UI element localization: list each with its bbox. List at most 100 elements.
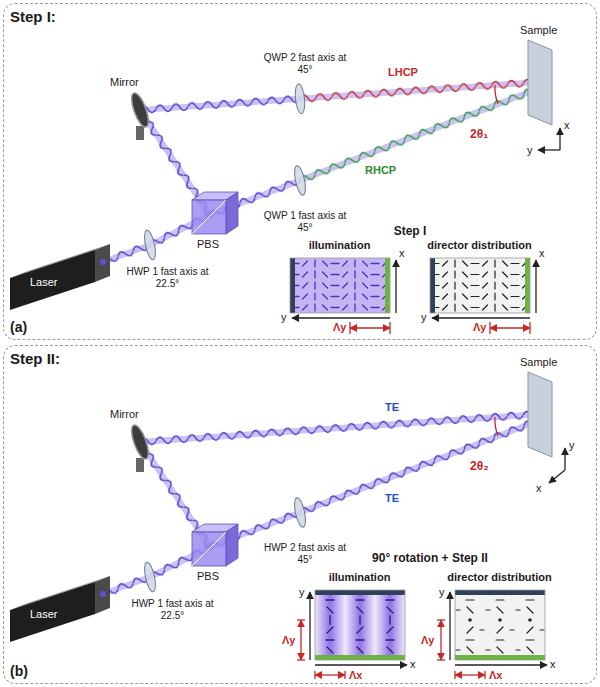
laser-body	[100, 259, 106, 265]
director-pattern	[455, 655, 545, 660]
polarization-label: TE	[385, 401, 399, 414]
axis-label: x	[539, 247, 545, 260]
wave-plate	[142, 83, 307, 592]
axis-label: y	[569, 439, 575, 452]
director-pattern	[430, 258, 530, 313]
laser-beams	[139, 91, 300, 118]
illumination-pattern	[290, 258, 390, 313]
inset-heading: director distribution	[427, 239, 532, 252]
sample-plate	[528, 372, 552, 457]
inset-heading: illumination	[309, 239, 371, 252]
pbs-cube	[226, 192, 238, 234]
period-label: Λx	[489, 669, 502, 682]
director-pattern	[430, 258, 536, 334]
director-pattern	[535, 260, 536, 313]
component-label: Sample	[520, 24, 557, 37]
director-pattern	[437, 659, 445, 660]
wave-plate	[294, 83, 306, 114]
illumination-pattern	[389, 322, 390, 334]
director-pattern	[484, 671, 485, 679]
director-pattern	[454, 671, 455, 679]
illumination-pattern	[297, 590, 407, 679]
laser-beams	[297, 81, 543, 188]
director-pattern	[430, 258, 530, 313]
illumination-pattern	[290, 258, 390, 313]
inset-heading: director distribution	[447, 571, 552, 584]
angle-arc	[495, 85, 498, 104]
polarization-label: TE	[385, 492, 399, 505]
director-pattern	[455, 590, 545, 660]
director-pattern	[440, 620, 441, 660]
director-pattern	[455, 590, 545, 660]
director-pattern	[455, 590, 545, 595]
axis-label: x	[410, 658, 416, 671]
illumination-pattern	[315, 655, 405, 660]
component-label: HWP 2 fast axis at 45°	[260, 542, 350, 566]
pattern-square: director distribution	[455, 590, 545, 660]
component-label: Mirror	[110, 408, 139, 421]
illumination-pattern	[315, 590, 405, 660]
sample-axes	[538, 149, 560, 150]
sample-plate	[528, 40, 552, 125]
mirror	[128, 91, 152, 129]
wave-plate	[142, 561, 157, 592]
pbs-cube	[226, 524, 238, 566]
sample-axes	[559, 128, 560, 150]
component-label: Mirror	[110, 76, 139, 89]
panel-heading: Step II:	[10, 350, 60, 368]
director-pattern	[437, 619, 445, 620]
component-label: Sample	[520, 356, 557, 369]
component-label: QWP 2 fast axis at 45°	[260, 52, 350, 76]
illumination-pattern	[290, 258, 390, 313]
pattern-square: director distribution	[430, 258, 530, 313]
pbs-cube	[192, 532, 226, 566]
pattern-square: illumination	[315, 590, 405, 660]
wave-plate	[142, 229, 157, 260]
axis-label: y	[527, 144, 533, 157]
panel-letter: (a)	[10, 319, 27, 336]
illumination-pattern	[315, 590, 405, 660]
panel-heading: Step I:	[10, 8, 56, 26]
component-label: QWP 1 fast axis at 45°	[260, 210, 350, 234]
period-label: Λx	[349, 669, 362, 682]
sample-axes	[538, 128, 565, 483]
axis-label: y	[421, 311, 427, 324]
wave-plate	[292, 497, 307, 528]
illumination-pattern	[309, 592, 310, 660]
laser-beams	[297, 81, 543, 188]
laser-body	[10, 250, 95, 310]
laser-beams	[297, 413, 543, 520]
panel-letter: (b)	[10, 663, 28, 680]
pbs-cube	[192, 200, 226, 234]
period-label: Λy	[473, 321, 486, 334]
director-pattern	[430, 258, 435, 313]
illumination-pattern	[300, 620, 301, 660]
laser-beams	[100, 74, 542, 269]
illumination-pattern	[395, 260, 396, 313]
illumination-pattern	[315, 674, 345, 675]
director-pattern	[525, 258, 530, 313]
polarization-label: LHCP	[388, 66, 418, 79]
director-pattern	[455, 674, 485, 675]
component-label: Laser	[30, 276, 58, 289]
polarization-label: RHCP	[365, 164, 396, 177]
illumination-pattern	[385, 258, 390, 313]
illumination-pattern	[290, 258, 295, 313]
laser-body	[10, 582, 95, 642]
pbs-cube	[192, 192, 238, 566]
illumination-pattern	[314, 671, 315, 679]
illumination-pattern	[297, 619, 305, 620]
illumination-pattern	[350, 327, 390, 328]
illumination-pattern	[297, 659, 305, 660]
axis-label: x	[536, 482, 542, 495]
director-pattern	[432, 317, 530, 318]
component-label: PBS	[197, 570, 219, 583]
angle-label: 2θ₂	[470, 459, 489, 473]
inset-heading: illumination	[329, 571, 391, 584]
axis-label: x	[399, 247, 405, 260]
panel-frame: Step II: (b) illumination director distribu…	[3, 345, 597, 684]
component-label: Laser	[30, 608, 58, 621]
laser-body	[10, 244, 110, 642]
laser-body	[100, 591, 106, 597]
